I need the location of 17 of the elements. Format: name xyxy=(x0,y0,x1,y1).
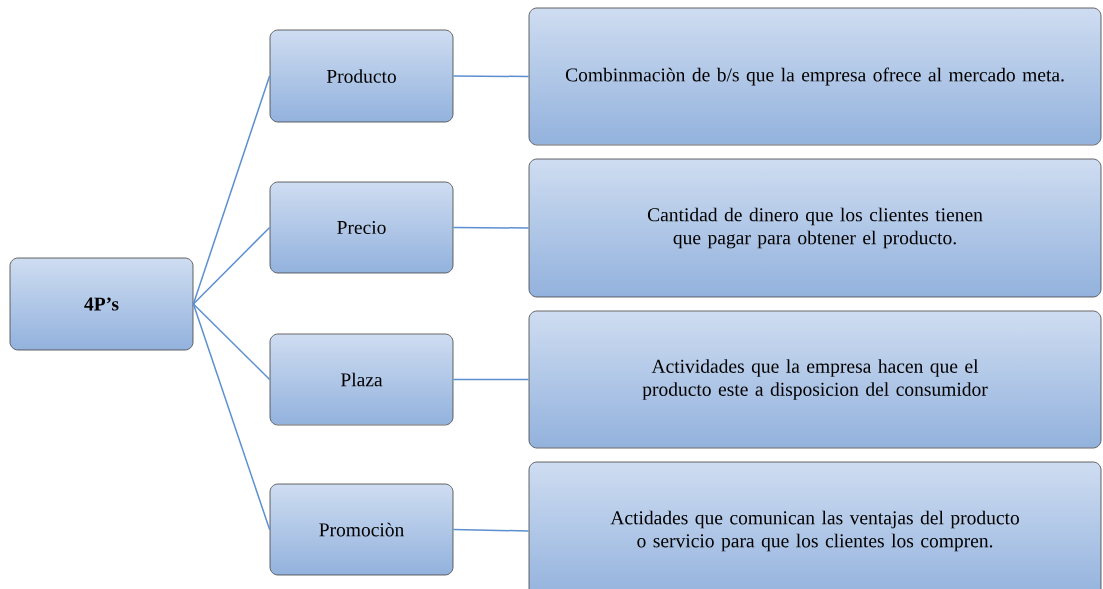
connector-line xyxy=(452,226,530,229)
description-box: Combinmaciòn de b/s que la empresa ofrece al mercado meta. xyxy=(528,7,1102,146)
connector-line xyxy=(192,303,271,381)
category-box: Producto xyxy=(269,29,454,123)
connector-line xyxy=(452,378,530,381)
category-box: Precio xyxy=(269,181,454,274)
connector-line xyxy=(192,303,271,531)
category-box: 4P’s xyxy=(9,257,194,351)
description-box: Cantidad de dinero que los clientes tienen que pagar para obtener el producto. xyxy=(528,158,1102,298)
description-box: Actividades que la empresa hacen que el producto este a disposicion del consumidor xyxy=(528,310,1102,449)
category-box: Promociòn xyxy=(269,483,454,576)
connector-line xyxy=(192,75,271,305)
category-box: Plaza xyxy=(269,333,454,426)
connector-line xyxy=(192,226,271,305)
description-box: Actidades que comunican las ventajas del producto o servicio para que los clientes los compren. xyxy=(528,461,1102,589)
connector-line xyxy=(452,75,530,78)
connector-line xyxy=(452,528,530,532)
